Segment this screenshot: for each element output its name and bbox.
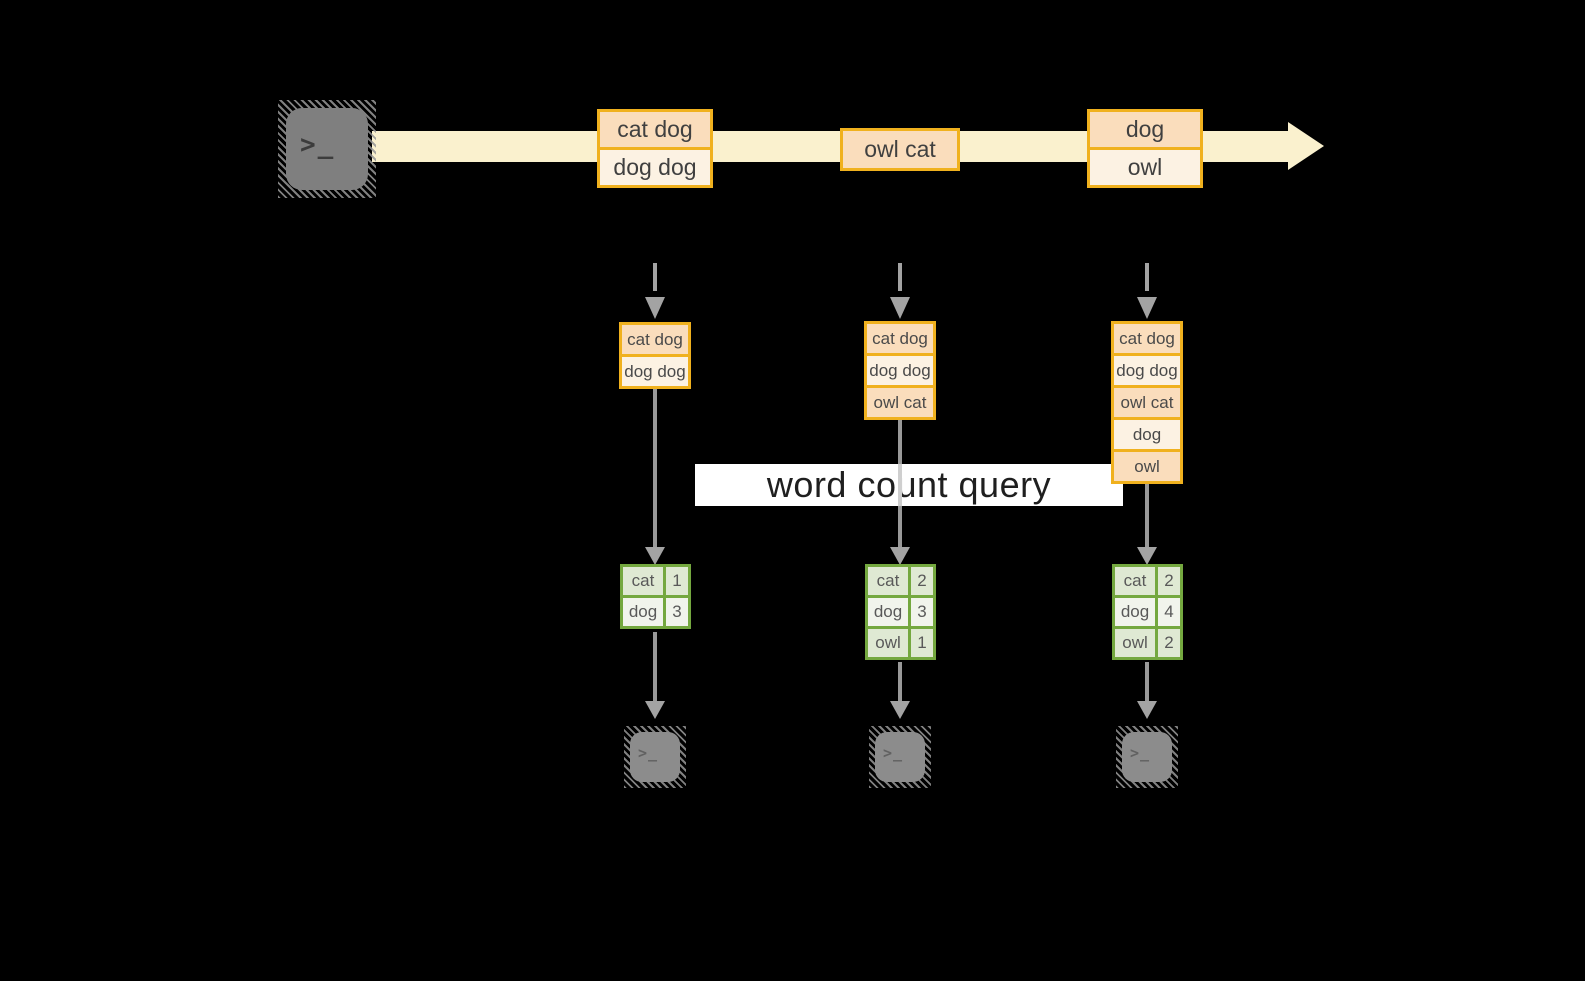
count-row: owl 2 — [1115, 626, 1180, 657]
count-value: 2 — [911, 567, 933, 595]
terminal-output-screen: >_ — [630, 732, 680, 782]
count-row: cat 1 — [623, 567, 688, 595]
arrow-head-icon — [1137, 547, 1157, 565]
stream-event-cell: owl cat — [843, 131, 957, 168]
count-value: 1 — [666, 567, 688, 595]
count-row: dog 3 — [868, 595, 933, 626]
batch-cell: owl — [1114, 449, 1180, 481]
dashed-arrow-line — [898, 263, 902, 291]
prompt-glyph: >_ — [638, 744, 659, 762]
connector-line-overlay — [898, 464, 902, 506]
stream-event-box-1: cat dog dog dog — [597, 109, 713, 188]
dashed-arrow-head-icon — [645, 297, 665, 319]
count-row: dog 3 — [623, 595, 688, 626]
terminal-output-screen: >_ — [875, 732, 925, 782]
batch-cell: cat dog — [622, 325, 688, 354]
batch-cell: dog — [1114, 417, 1180, 449]
batch-cell: owl cat — [867, 385, 933, 417]
stream-event-cell: dog dog — [600, 147, 710, 185]
count-word: owl — [868, 629, 911, 657]
word-count-query-label: word count query — [695, 464, 1123, 506]
count-table-2: cat 2 dog 3 owl 1 — [865, 564, 936, 660]
prompt-glyph: >_ — [883, 744, 904, 762]
batch-cell: dog dog — [867, 353, 933, 385]
dashed-arrow-head-icon — [890, 297, 910, 319]
stream-event-cell: cat dog — [600, 112, 710, 147]
batch-cell: owl cat — [1114, 385, 1180, 417]
count-word: dog — [1115, 598, 1158, 626]
count-value: 2 — [1158, 567, 1180, 595]
count-value: 4 — [1158, 598, 1180, 626]
dashed-arrow-line — [1145, 263, 1149, 291]
dashed-arrow-line — [653, 263, 657, 291]
terminal-output-screen: >_ — [1122, 732, 1172, 782]
count-value: 3 — [911, 598, 933, 626]
count-word: dog — [623, 598, 666, 626]
count-value: 3 — [666, 598, 688, 626]
stream-event-cell: owl — [1090, 147, 1200, 185]
stream-event-box-2: owl cat — [840, 128, 960, 171]
count-row: owl 1 — [868, 626, 933, 657]
connector-line — [1145, 662, 1149, 702]
count-word: cat — [1115, 567, 1158, 595]
count-word: owl — [1115, 629, 1158, 657]
count-value: 1 — [911, 629, 933, 657]
stream-event-cell: dog — [1090, 112, 1200, 147]
terminal-output-icon: >_ — [869, 726, 931, 788]
connector-line — [653, 632, 657, 702]
arrow-head-icon — [890, 701, 910, 719]
count-word: cat — [868, 567, 911, 595]
count-row: cat 2 — [868, 567, 933, 595]
batch-stack-3: cat dog dog dog owl cat dog owl — [1111, 321, 1183, 484]
batch-cell: cat dog — [1114, 324, 1180, 353]
arrow-head-icon — [1137, 701, 1157, 719]
count-word: dog — [868, 598, 911, 626]
batch-stack-2: cat dog dog dog owl cat — [864, 321, 936, 420]
batch-cell: dog dog — [622, 354, 688, 386]
arrow-head-icon — [645, 547, 665, 565]
batch-cell: dog dog — [1114, 353, 1180, 385]
connector-line — [898, 662, 902, 702]
arrow-head-icon — [645, 701, 665, 719]
batch-stack-1: cat dog dog dog — [619, 322, 691, 389]
count-table-3: cat 2 dog 4 owl 2 — [1112, 564, 1183, 660]
terminal-source-icon: >_ — [278, 100, 376, 198]
connector-line — [1145, 483, 1149, 548]
prompt-glyph: >_ — [1130, 744, 1151, 762]
stream-event-box-3: dog owl — [1087, 109, 1203, 188]
count-row: dog 4 — [1115, 595, 1180, 626]
count-word: cat — [623, 567, 666, 595]
count-table-1: cat 1 dog 3 — [620, 564, 691, 629]
count-row: cat 2 — [1115, 567, 1180, 595]
stream-arrow-head-icon — [1288, 122, 1324, 170]
terminal-output-icon: >_ — [624, 726, 686, 788]
terminal-source-screen: >_ — [286, 108, 368, 190]
dashed-arrow-head-icon — [1137, 297, 1157, 319]
batch-cell: cat dog — [867, 324, 933, 353]
prompt-glyph: >_ — [300, 130, 336, 160]
connector-line — [653, 387, 657, 548]
arrow-head-icon — [890, 547, 910, 565]
count-value: 2 — [1158, 629, 1180, 657]
terminal-output-icon: >_ — [1116, 726, 1178, 788]
